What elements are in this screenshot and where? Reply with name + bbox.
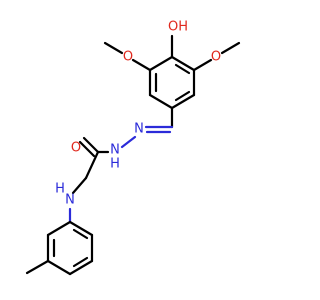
methoxy-right-oxygen: O: [211, 50, 221, 65]
bond-ring1-c6-c1: [148, 55, 174, 72]
molecule-structure: OH O O N N H O H N: [25, 20, 241, 276]
bond-carbonyl-c-o-b: [78, 140, 96, 158]
bond-n1-n2: [120, 135, 137, 149]
bond-o-right-ch3: [220, 41, 241, 55]
bond-ring2-c3-c4: [68, 259, 94, 276]
hydrazone-n2-label: N: [110, 143, 120, 158]
bond-ring2-c6-c1: [46, 220, 72, 237]
methoxy-left-oxygen: O: [123, 50, 133, 65]
bond-ring1-c1-c2: [170, 55, 196, 72]
bond-ring2-inner-a: [72, 228, 89, 240]
bond-ring1-inner-a: [174, 63, 191, 75]
bond-ring1-c4-c5: [148, 93, 174, 110]
bond-ring2-c4-c5: [46, 259, 72, 276]
bond-o-left-ch3: [103, 41, 124, 55]
hydroxyl-label: OH: [168, 20, 188, 35]
bond-ring2-c1-c2: [68, 220, 94, 237]
carbonyl-oxygen-label: O: [71, 141, 81, 156]
lower-benzene-ring: [46, 220, 94, 276]
bond-ch2-nh: [71, 176, 88, 195]
bond-ring1-c3-c4: [170, 93, 196, 110]
bond-carbonyl-ch2: [84, 150, 100, 180]
amine-h-label: H: [55, 182, 65, 197]
bond-ring2-methyl: [25, 259, 50, 275]
hydrazone-n1-label: N: [134, 122, 144, 137]
bond-c6-o-left: [131, 58, 152, 72]
hydrazide-h-label: H: [110, 157, 120, 172]
bond-c2-o-right: [192, 58, 213, 72]
amine-n-label: N: [65, 193, 75, 208]
bond-ring1-inner-b: [174, 90, 191, 102]
bond-ring2-inner-b: [72, 256, 89, 268]
bond-carbonyl-c-o-a: [82, 136, 100, 154]
upper-benzene-ring: [148, 55, 196, 110]
